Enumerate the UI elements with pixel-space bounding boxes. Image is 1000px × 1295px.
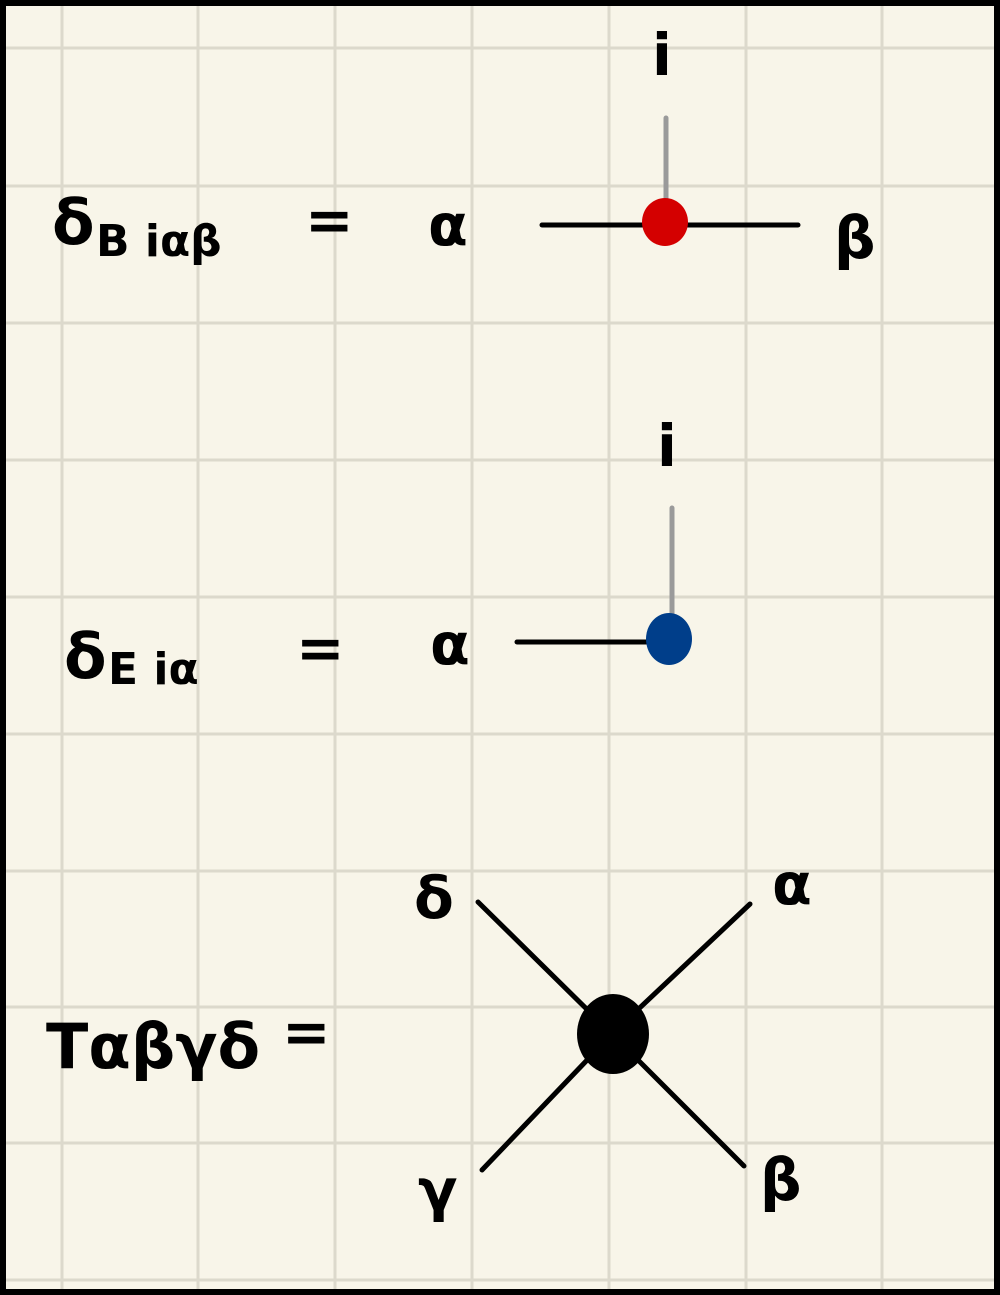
eq1-right-index: β [834,204,876,272]
eq2-lhs-delta: δ [64,620,107,693]
eq1-left-index: α [428,191,468,259]
eq3-top-right-index: α [772,850,812,918]
eq3-top-left-index: δ [414,864,454,932]
eq2-equals: = [296,614,345,682]
eq2-left-index: α [430,610,470,678]
equation-2: δ E iα = α i [64,412,692,695]
eq2-top-index: i [657,412,677,480]
eq3-bottom-right-index: β [760,1146,802,1214]
eq1-equals: = [305,186,354,254]
eq2-blue-node [646,613,692,665]
eq3-equals: = [282,998,331,1066]
equation-1: δ B iαβ = α i β [52,21,876,272]
eq3-lhs: Tαβγδ [46,1010,260,1083]
eq3-black-node [577,994,649,1074]
eq1-lhs-subscript: B iαβ [96,216,222,267]
eq1-lhs-delta: δ [52,186,95,259]
eq1-red-node [642,198,688,246]
eq1-top-index: i [652,21,672,89]
equation-3: Tαβγδ = δ α γ β [46,850,812,1224]
eq2-lhs-subscript: E iα [108,644,199,695]
eq3-bottom-left-index: γ [418,1156,458,1224]
